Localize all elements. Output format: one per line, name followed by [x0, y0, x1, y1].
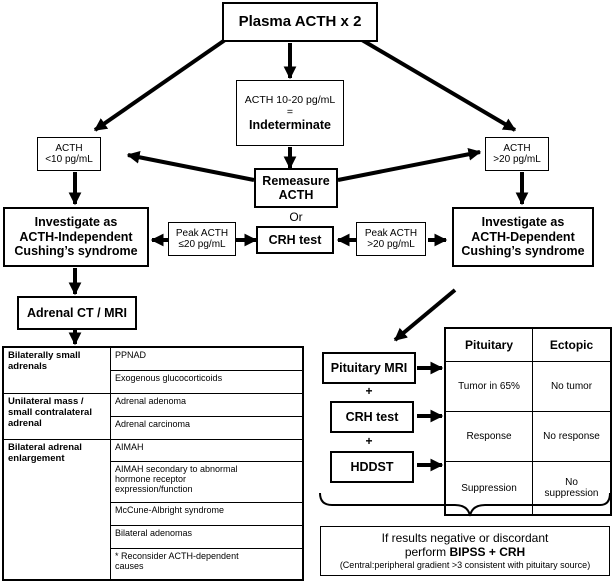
acth-high-line2: >20 pg/mL	[493, 154, 541, 165]
result-cell: No suppression	[532, 461, 612, 516]
crh-center-label: CRH test	[268, 232, 322, 247]
pituitary-mri-label: Pituitary MRI	[330, 360, 408, 375]
cause-cell: AIMAH	[110, 439, 304, 462]
result-cell: Tumor in 65%	[444, 361, 533, 412]
arrow-dep-to-mri	[393, 288, 457, 342]
acth-independent-box: Investigate as ACTH-Independent Cushing’…	[3, 207, 149, 267]
final-line1: If results negative or discordant	[381, 531, 549, 546]
table-row: * Reconsider ACTH-dependent causes	[3, 548, 304, 581]
arrow-remeasure-to-right	[337, 147, 482, 182]
bipss-recommendation-box: If results negative or discordant perfor…	[320, 526, 610, 576]
plasma-acth-label: Plasma ACTH x 2	[238, 13, 362, 31]
plus-sign: +	[365, 434, 373, 448]
pituitary-mri-box: Pituitary MRI	[322, 352, 416, 384]
or-label: Or	[289, 210, 303, 224]
peak-left-box: Peak ACTH ≤20 pg/mL	[168, 222, 236, 256]
hddst-label: HDDST	[350, 459, 394, 474]
peak-left-line2: ≤20 pg/mL	[178, 239, 226, 250]
category-unilateral-mass: Unilateral mass / small contralateral ad…	[2, 393, 111, 440]
indeterminate-equals: =	[286, 105, 294, 118]
plus-sign: +	[365, 384, 373, 398]
result-cell: No tumor	[532, 361, 612, 412]
remeasure-line2: ACTH	[278, 188, 314, 202]
table-row: Tumor in 65% No tumor	[444, 361, 612, 412]
column-header-pituitary: Pituitary	[444, 327, 533, 362]
cause-cell: Adrenal carcinoma	[110, 416, 304, 440]
cause-cell: PPNAD	[110, 346, 304, 371]
result-cell: Response	[444, 411, 533, 462]
dep-line2: ACTH-Dependent	[471, 229, 575, 244]
cause-cell: McCune-Albright syndrome	[110, 502, 304, 526]
column-header-ectopic: Ectopic	[532, 327, 612, 362]
acth-high-line1: ACTH	[503, 142, 531, 154]
acth-low-line1: ACTH	[55, 142, 83, 154]
hddst-box: HDDST	[330, 451, 414, 483]
final-line3: (Central:peripheral gradient >3 consiste…	[339, 559, 591, 570]
arrow-remeasure-to-left	[126, 150, 255, 182]
table-row: Unilateral mass / small contralateral ad…	[2, 393, 304, 440]
crh-center-box: CRH test	[256, 226, 334, 254]
cause-cell: Bilateral adenomas	[110, 525, 304, 549]
peak-left-line1: Peak ACTH	[175, 227, 229, 239]
plasma-acth-box: Plasma ACTH x 2	[222, 2, 378, 42]
crh-test-box: CRH test	[330, 401, 414, 433]
table-row: AIMAH secondary to abnormal hormone rece…	[3, 461, 304, 503]
adrenal-ct-box: Adrenal CT / MRI	[17, 296, 137, 330]
table-row: Bilateral adrenal enlargement AIMAH	[2, 439, 304, 581]
acth-high-box: ACTH >20 pg/mL	[485, 137, 549, 171]
dep-line1: Investigate as	[481, 215, 565, 230]
acth-low-line2: <10 pg/mL	[45, 154, 93, 165]
pituitary-ectopic-table: Pituitary Ectopic Tumor in 65% No tumor …	[444, 327, 612, 516]
table-row: Exogenous glucocorticoids	[3, 370, 304, 394]
arrow-top-to-right	[360, 38, 517, 132]
indep-line1: Investigate as	[34, 215, 118, 230]
dep-line3: Cushing’s syndrome	[461, 244, 585, 259]
adrenal-findings-table: Bilaterally small adrenals PPNAD Exogeno…	[2, 346, 304, 581]
table-row: Suppression No suppression	[444, 461, 612, 516]
table-row: Bilateral adenomas	[3, 525, 304, 549]
final-line2: perform BIPSS + CRH	[404, 544, 526, 559]
indeterminate-range: ACTH 10-20 pg/mL	[244, 93, 336, 106]
indeterminate-label: Indeterminate	[249, 117, 331, 132]
table-header-row: Pituitary Ectopic	[444, 327, 612, 362]
category-bilateral-small: Bilaterally small adrenals	[2, 346, 111, 394]
indeterminate-box: ACTH 10-20 pg/mL = Indeterminate	[236, 80, 344, 146]
peak-right-box: Peak ACTH >20 pg/mL	[356, 222, 426, 256]
acth-dependent-box: Investigate as ACTH-Dependent Cushing’s …	[452, 207, 594, 267]
indep-line2: ACTH-Independent	[19, 229, 133, 244]
peak-right-line2: >20 pg/mL	[367, 239, 415, 250]
cause-cell: Adrenal adenoma	[110, 393, 304, 417]
arrow-top-to-left	[93, 38, 227, 132]
table-row: Response No response	[444, 411, 612, 462]
indep-line3: Cushing’s syndrome	[14, 244, 138, 259]
adrenal-ct-label: Adrenal CT / MRI	[26, 305, 127, 320]
cause-cell: Exogenous glucocorticoids	[110, 370, 304, 394]
table-row: Bilaterally small adrenals PPNAD	[2, 346, 304, 394]
peak-right-line1: Peak ACTH	[364, 227, 418, 239]
table-row: McCune-Albright syndrome	[3, 502, 304, 526]
crh-test-label: CRH test	[345, 409, 399, 424]
remeasure-line1: Remeasure	[262, 173, 330, 188]
result-cell: Suppression	[444, 461, 533, 516]
acth-low-box: ACTH <10 pg/mL	[37, 137, 101, 171]
cause-cell: * Reconsider ACTH-dependent causes	[110, 548, 304, 581]
cause-cell: AIMAH secondary to abnormal hormone rece…	[110, 461, 304, 503]
category-bilateral-enlargement: Bilateral adrenal enlargement	[2, 439, 111, 581]
result-cell: No response	[532, 411, 612, 462]
remeasure-box: Remeasure ACTH	[254, 168, 338, 208]
